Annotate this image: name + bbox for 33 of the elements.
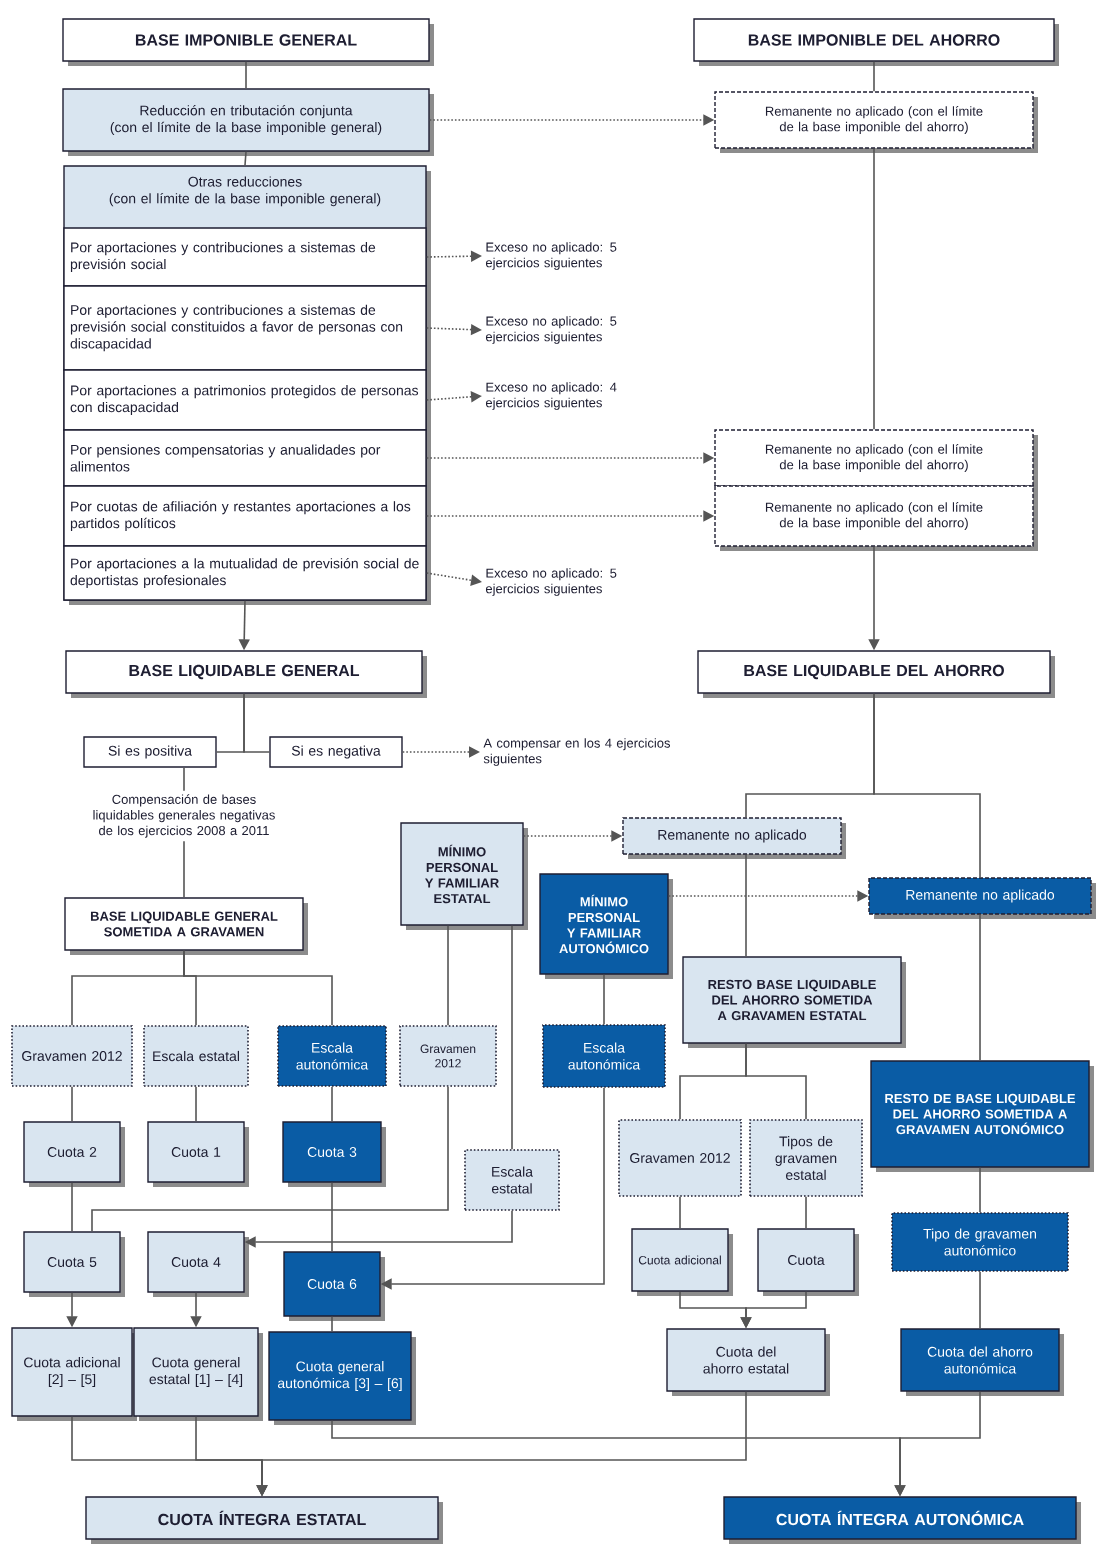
connector-line [873, 147, 875, 431]
title-box: CUOTA ÍNTEGRA ESTATAL [85, 1496, 443, 1544]
connector-line [71, 1181, 73, 1233]
connector-line [979, 1166, 981, 1213]
title-box: BASE LIQUIDABLE GENERAL [65, 650, 427, 698]
connector-line [603, 973, 605, 1025]
connector-line [71, 1086, 73, 1123]
connector-line [745, 853, 747, 958]
title-box: BASE IMPONIBLE GENERAL [62, 18, 434, 66]
connector-line [244, 150, 247, 167]
connector-line [91, 1086, 449, 1233]
connector-line [979, 1271, 981, 1330]
title-box: BASE LIQUIDABLE DEL AHORRO [697, 650, 1055, 698]
connector-line [447, 924, 449, 1026]
connector-line [183, 840, 185, 899]
connector-line [331, 1315, 333, 1333]
connector-line [979, 913, 981, 1062]
connector-line [873, 60, 875, 93]
connector-line [805, 1196, 807, 1230]
connector-line [195, 1086, 197, 1123]
connector-line [511, 924, 513, 1150]
connector-line [873, 692, 981, 879]
title-box: BASE IMPONIBLE DEL AHORRO [693, 18, 1059, 66]
connector-line [745, 1042, 807, 1120]
connector-line [243, 692, 271, 753]
connector-line [679, 1196, 681, 1230]
connector-line [245, 60, 247, 90]
connector-line [331, 1181, 333, 1253]
connector-line [183, 766, 185, 792]
title-box: CUOTA ÍNTEGRA AUTONÓMICA [723, 1496, 1081, 1544]
connector-line [183, 949, 333, 1026]
arrow [425, 572, 482, 586]
connector-line [331, 1086, 333, 1123]
